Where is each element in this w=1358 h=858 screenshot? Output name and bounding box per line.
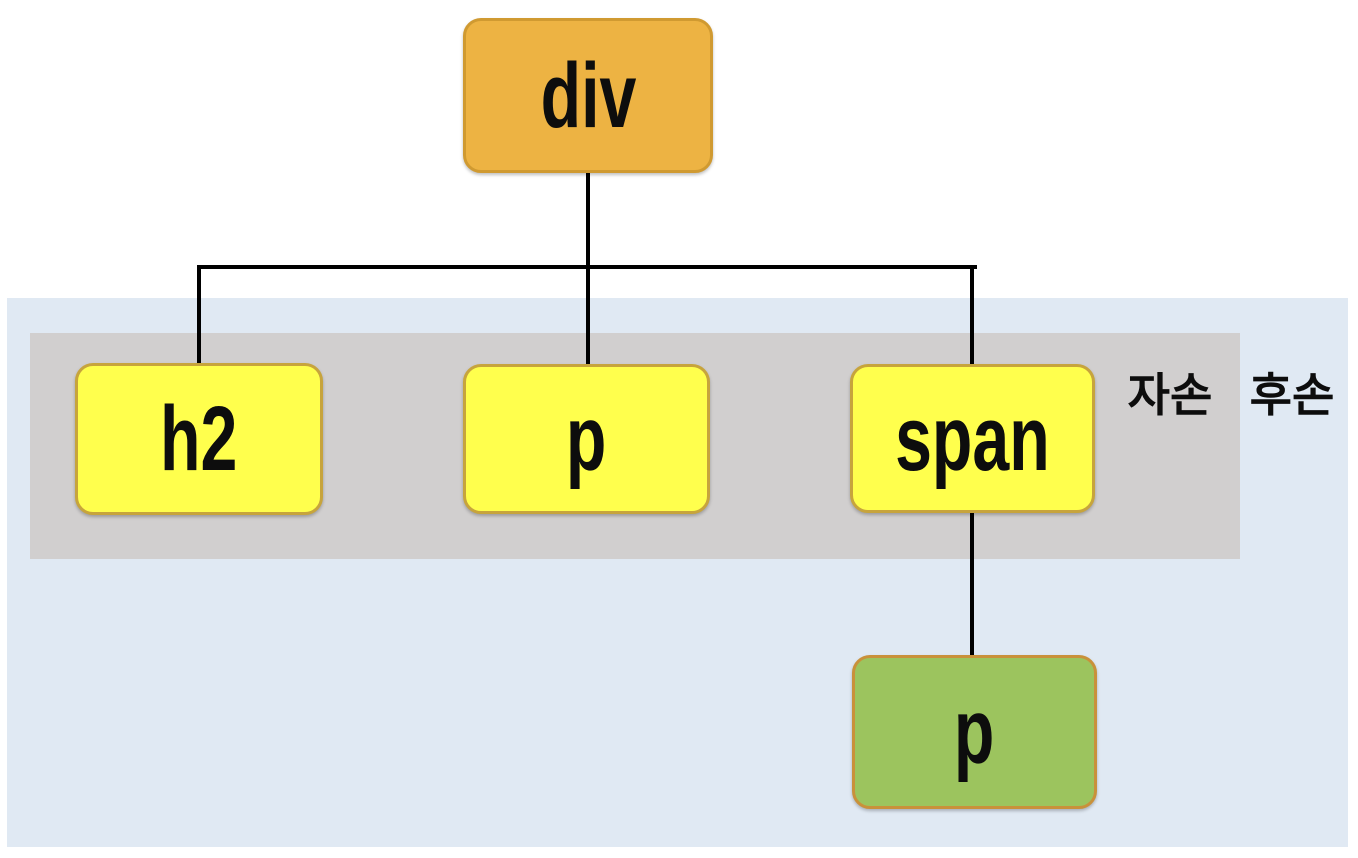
node-p-grandchild: p [852,655,1097,809]
node-div: div [463,18,713,173]
node-p-grandchild-label: p [954,681,995,783]
children-band-label: 자손 [1127,369,1213,421]
node-p-label: p [566,388,607,490]
node-h2: h2 [75,363,323,515]
connector-root-to-p [586,173,590,366]
node-span-label: span [895,387,1050,490]
descendants-band-label: 후손 [1249,369,1335,421]
connector-span-to-child-p [970,511,974,657]
connector-horizontal [197,265,977,269]
connector-to-h2 [197,265,201,365]
node-div-label: div [540,44,636,147]
node-span: span [850,364,1095,513]
node-h2-label: h2 [160,388,238,490]
node-p: p [463,364,710,514]
connector-to-span [970,265,974,366]
